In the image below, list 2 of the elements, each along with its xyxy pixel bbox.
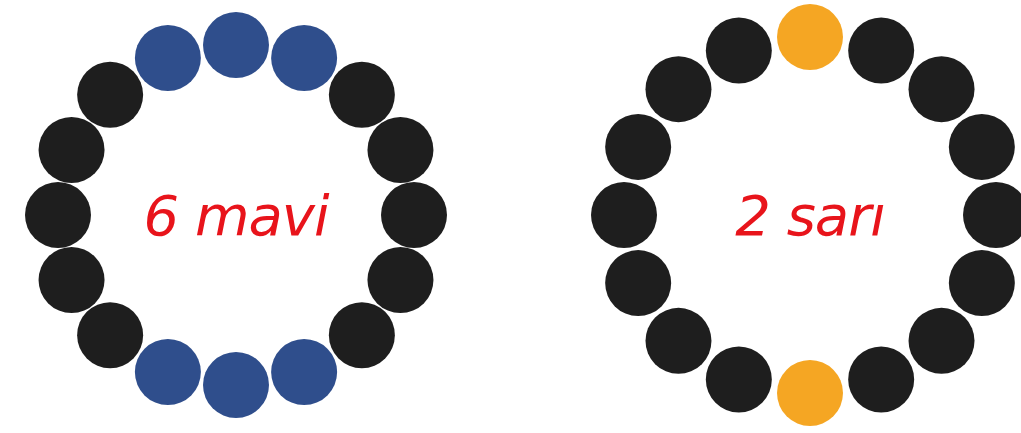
ring-label: 6 mavi — [143, 182, 329, 248]
ring-label: 2 sarı — [735, 182, 885, 248]
